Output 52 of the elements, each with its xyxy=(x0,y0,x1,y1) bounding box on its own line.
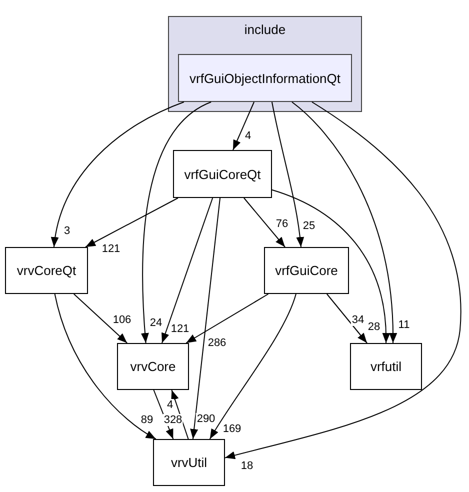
dependency-arrow xyxy=(73,294,128,344)
dependency-arrow xyxy=(186,294,269,344)
dependency-arrow xyxy=(153,390,174,440)
edge-label: 286 xyxy=(206,337,228,349)
dependency-arrow xyxy=(272,189,390,344)
directory-box xyxy=(153,439,225,486)
edge-label: 169 xyxy=(222,423,242,435)
directory-name: vrvUtil xyxy=(170,455,208,470)
edge-label: 4 xyxy=(244,130,252,142)
edge-label: 328 xyxy=(162,414,184,426)
dependency-arrow xyxy=(209,294,296,440)
dependency-arrow xyxy=(271,102,304,248)
dependency-arrow xyxy=(54,294,156,440)
dependency-arrow xyxy=(224,102,462,460)
edge-label: 89 xyxy=(140,414,154,426)
edge-label: 106 xyxy=(112,314,132,326)
edge-label: 25 xyxy=(302,220,316,232)
edge-label: 28 xyxy=(366,321,382,333)
edge-label: 24 xyxy=(148,317,164,329)
directory-box xyxy=(5,247,88,294)
directory-box xyxy=(264,247,349,294)
dependency-arrow xyxy=(190,198,221,440)
dependency-arrow xyxy=(51,102,184,248)
dependency-arrow xyxy=(141,102,212,344)
edge-label: 11 xyxy=(397,319,411,331)
cluster-box xyxy=(168,16,362,112)
edge-label: 4 xyxy=(166,399,174,411)
edge-label: 34 xyxy=(350,314,366,326)
dependency-arrow xyxy=(85,198,178,248)
directory-name: vrvCoreQt xyxy=(16,263,76,278)
directory-box xyxy=(173,150,272,198)
dependency-arrow xyxy=(171,390,189,440)
dependency-arrow xyxy=(291,102,397,344)
edge-label: 121 xyxy=(100,243,122,255)
dependency-arrow xyxy=(162,198,214,344)
dependency-arrow xyxy=(326,294,368,344)
directory-name: vrfGuiCoreQt xyxy=(184,166,261,182)
edge-label: 121 xyxy=(170,323,190,335)
directory-box xyxy=(178,54,352,102)
directory-name: vrfGuiObjectInformationQt xyxy=(190,70,340,86)
directory-box xyxy=(350,343,422,390)
directory-name: vrfutil xyxy=(370,359,402,374)
dependency-arrow xyxy=(232,102,255,150)
cluster-label: include xyxy=(244,22,286,37)
directory-name: vrvCore xyxy=(130,359,176,374)
edge-label: 3 xyxy=(62,225,72,237)
edge-label: 18 xyxy=(240,460,254,472)
dependency-arrow xyxy=(243,198,286,248)
directory-name: vrfGuiCore xyxy=(275,263,338,278)
directory-box xyxy=(117,343,189,390)
edge-label: 290 xyxy=(196,413,216,425)
edge-label: 76 xyxy=(274,218,290,230)
